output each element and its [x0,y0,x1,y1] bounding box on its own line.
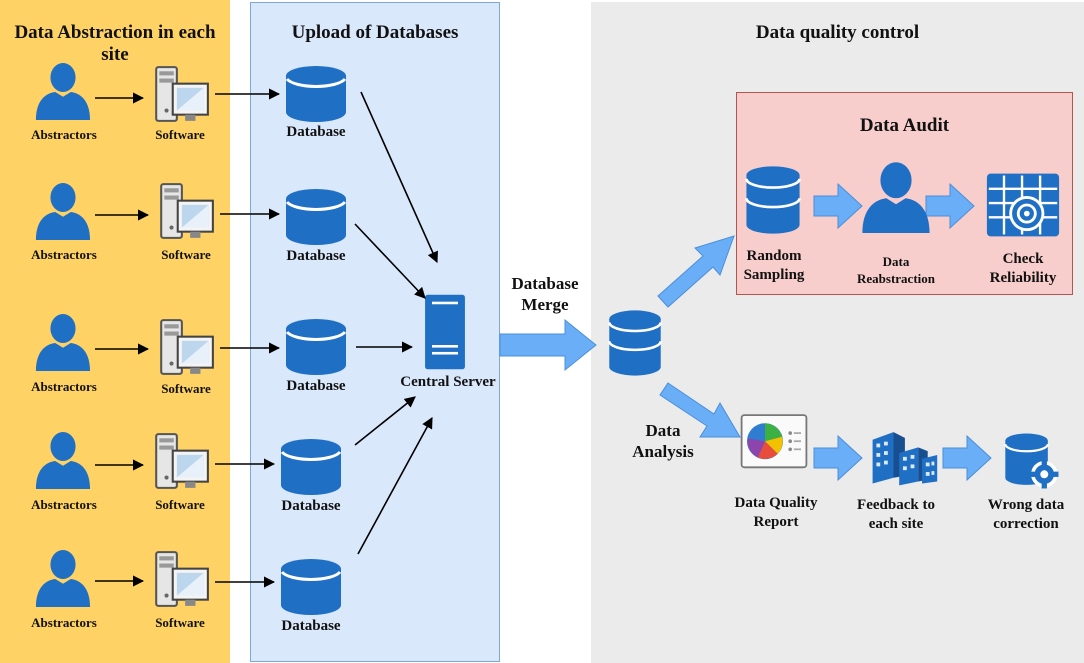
computer-icon [155,66,209,122]
software-label: Software [155,497,205,512]
report-icon [740,414,808,469]
software-icons [155,66,214,607]
abstractors-label: Abstractors [31,127,97,142]
database-label: Database [286,248,346,264]
database-icon [279,557,343,617]
database-icon [284,64,348,124]
database-label: Database [281,618,341,634]
person-icon [35,313,91,371]
random-sampling-label-1: Random [746,248,802,264]
person-icon [35,431,91,489]
buildings-icon [872,432,938,486]
sampling-database-icon [744,164,802,236]
software-label: Software [161,381,211,396]
check-reliability-label-2: Reliability [989,270,1057,286]
data-analysis-label-2: Analysis [632,442,694,461]
abstractors-label: Abstractors [31,497,97,512]
software-label: Software [155,615,205,630]
database-icon [279,437,343,497]
software-label: Software [161,247,211,262]
correction-label-1: Wrong data [987,497,1065,513]
person-icon [35,549,91,607]
reabstraction-label-2: Reabstraction [857,271,935,286]
database-label: Database [281,498,341,514]
abstractor-icons [35,62,91,607]
block-arrows [499,182,992,482]
abstractors-label: Abstractors [31,247,97,262]
merge-arrow [499,318,597,372]
database-label: Database [286,378,346,394]
abstractors-label: Abstractors [31,615,97,630]
reabstraction-label-1: Data [882,254,910,269]
computer-icon [155,433,209,489]
data-audit-title: Data Audit [859,115,950,136]
database-merge-label-2: Merge [521,295,569,314]
sites-title: Data Abstraction in each site [14,22,216,65]
report-label-2: Report [753,514,799,530]
analysis-branch-arrow [659,382,741,438]
central-server-icon [425,294,465,370]
upload-title: Upload of Databases [291,22,459,43]
database-merge-label-1: Database [511,274,579,293]
database-label: Database [286,124,346,140]
site-arrows [95,88,281,588]
software-label: Software [155,127,205,142]
reliability-grid-icon [985,172,1061,238]
central-server-label: Central Server [400,374,496,390]
database-icon [284,187,348,247]
check-reliability-label-1: Check [1002,251,1044,267]
database-icon [284,317,348,377]
merged-database-icon [607,308,663,378]
computer-icon [160,183,214,239]
random-sampling-label-2: Sampling [743,267,805,283]
abstractors-label: Abstractors [31,379,97,394]
person-icon [35,182,91,240]
feedback-label-1: Feedback to [857,497,935,513]
upload-arrows [354,91,438,555]
quality-title: Data quality control [755,22,920,43]
correction-label-2: correction [993,516,1059,532]
computer-icon [155,551,209,607]
reabstraction-person-icon [862,162,930,233]
database-gear-icon [1004,432,1060,490]
data-analysis-label-1: Data [645,421,681,440]
feedback-label-2: each site [868,516,924,532]
computer-icon [160,319,214,375]
audit-branch-arrow [657,235,735,308]
person-icon [35,62,91,120]
report-label-1: Data Quality [734,495,818,511]
database-icons [279,64,348,617]
